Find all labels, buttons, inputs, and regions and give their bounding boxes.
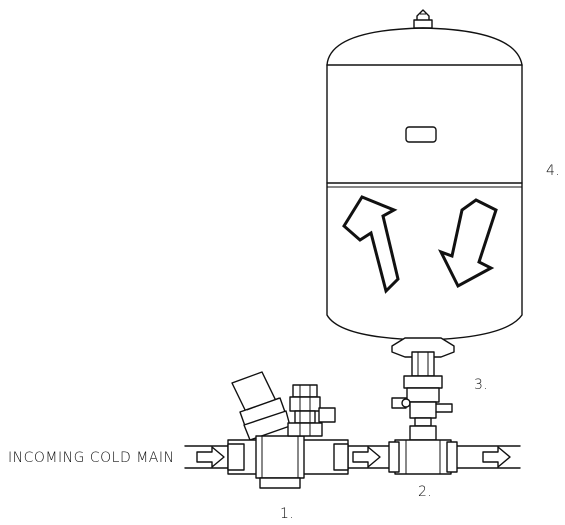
expansion-vessel	[326, 9, 523, 377]
up-arrow-icon	[342, 195, 400, 294]
part-4-label: 4.	[546, 163, 560, 179]
down-arrow-icon	[437, 198, 498, 289]
part-1-label: 1.	[280, 506, 294, 522]
flow-arrow-icon	[482, 446, 511, 468]
isolating-valve	[391, 375, 453, 427]
part-3-label: 3.	[474, 377, 488, 393]
incoming-cold-main-label: INCOMING COLD MAIN	[8, 450, 174, 466]
tee-fitting	[388, 425, 458, 475]
flow-arrow-icon	[196, 446, 225, 468]
part-2-label: 2.	[418, 484, 432, 500]
flow-arrow-icon	[352, 446, 381, 468]
pressure-reducing-valve	[227, 371, 349, 489]
